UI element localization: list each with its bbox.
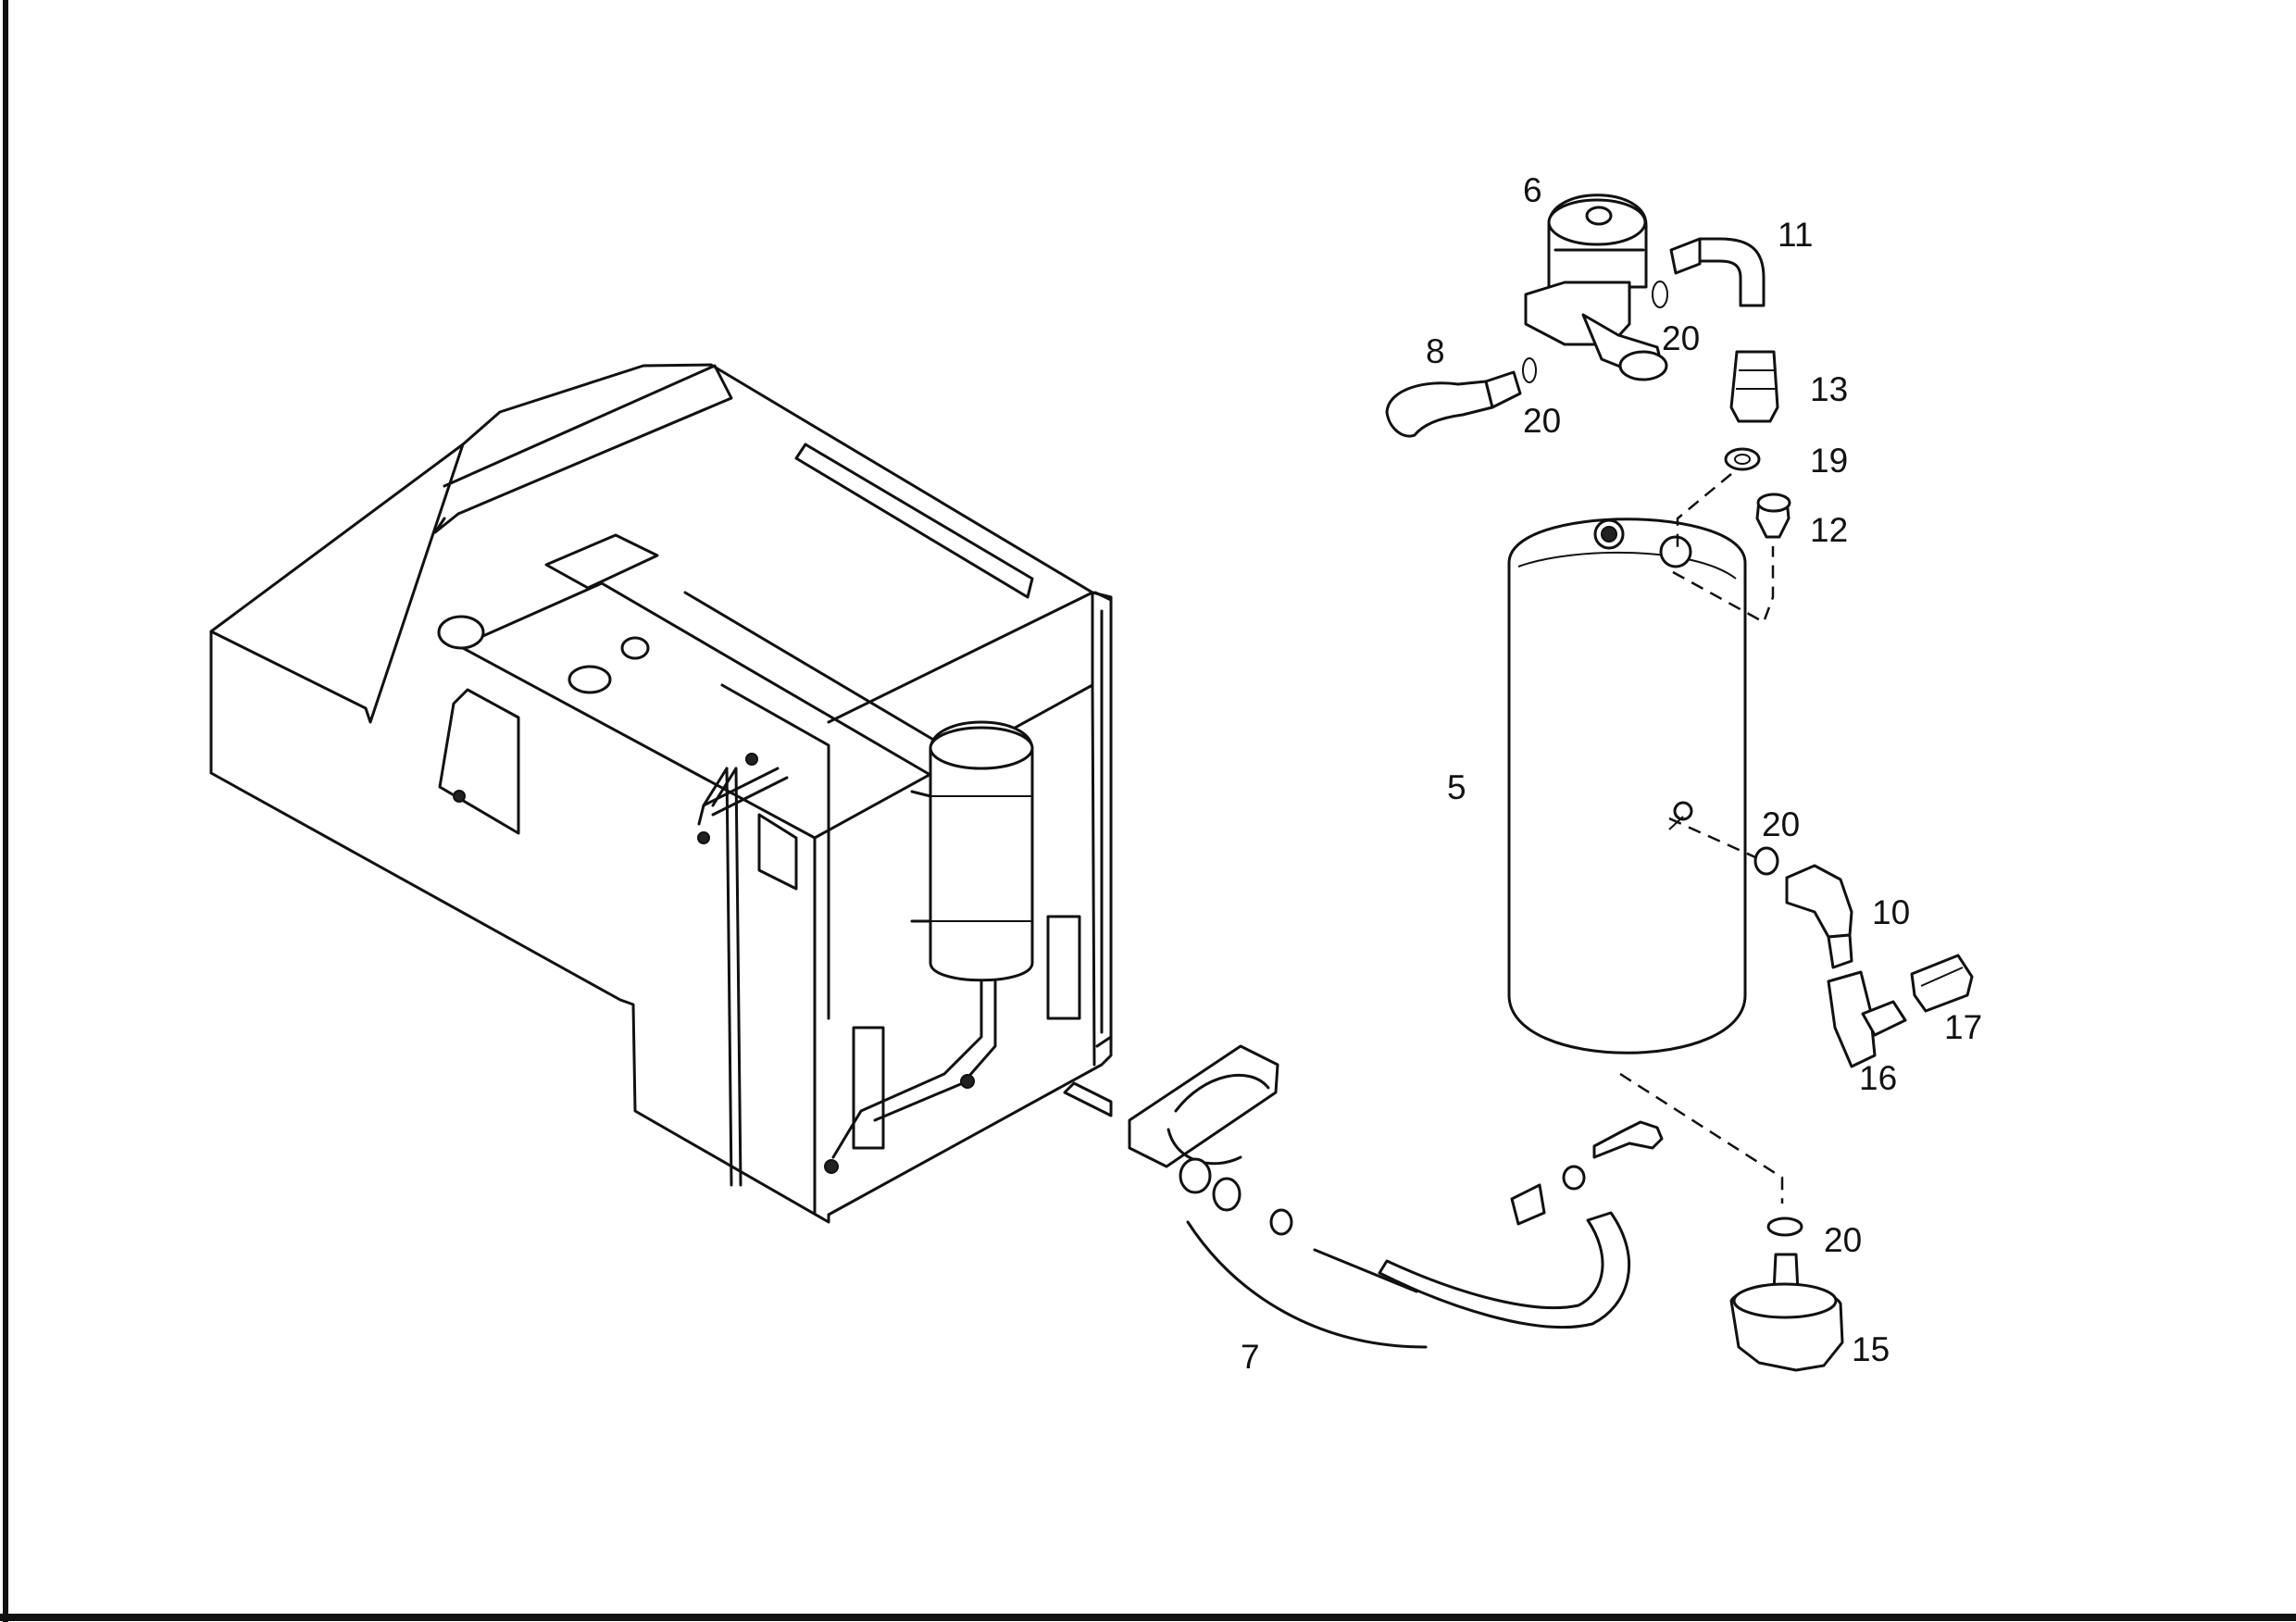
callout-6: 6: [1523, 171, 1542, 209]
callout-10: 10: [1872, 893, 1910, 931]
frame-assembly: [209, 363, 1113, 1224]
assembly-lines: [1619, 473, 1784, 1204]
air-tank: [1507, 518, 1747, 1054]
callout-13: 13: [1810, 370, 1848, 408]
drain-valve: [1729, 1216, 1844, 1372]
clamp-strap: [1128, 1044, 1664, 1349]
callout-11: 11: [1778, 216, 1813, 254]
callout-20-valve-right: 20: [1662, 319, 1700, 357]
callout-19: 19: [1810, 442, 1848, 480]
callout-17: 17: [1944, 1008, 1982, 1046]
callout-12: 12: [1810, 511, 1848, 549]
callout-16: 16: [1859, 1059, 1897, 1097]
callout-8: 8: [1426, 332, 1445, 370]
callout-7: 7: [1241, 1338, 1260, 1376]
callout-5: 5: [1447, 768, 1466, 806]
callout-20-bottom: 20: [1824, 1221, 1862, 1259]
callout-20-side: 20: [1762, 805, 1800, 843]
callout-15: 15: [1852, 1330, 1890, 1368]
valve-assembly: [1385, 193, 1791, 539]
fittings-right: [1753, 846, 1974, 1068]
callout-20-valve-left: 20: [1523, 402, 1561, 440]
callout-labels: 6 11 8 20 20 13 19 12 5 20 10 17 16 20 1…: [1241, 171, 1982, 1376]
